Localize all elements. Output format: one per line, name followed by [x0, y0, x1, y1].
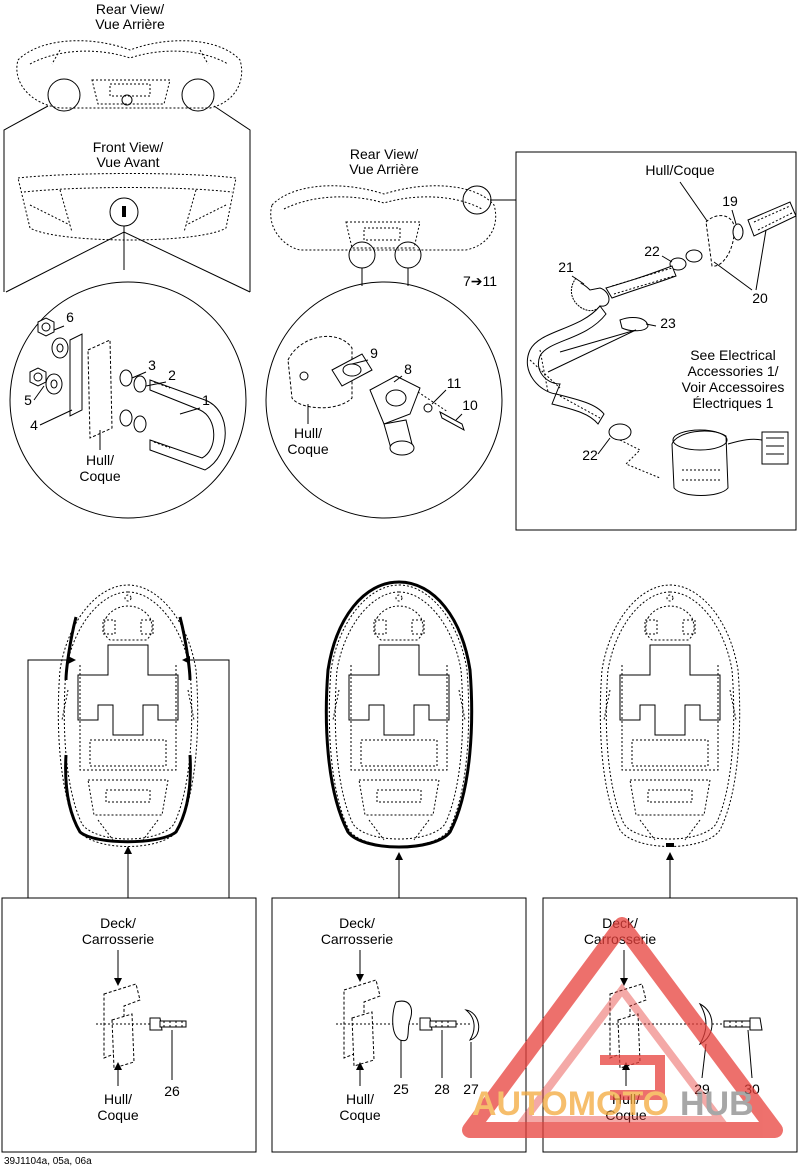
- washer: [732, 223, 744, 241]
- callout-20: 20: [752, 290, 768, 306]
- range-start: 7➔11: [463, 273, 497, 289]
- u-bolt: [149, 379, 226, 471]
- deck-label-1: Deck/: [339, 915, 375, 931]
- washer: [45, 373, 63, 395]
- footer-code: 39J1104a, 05a, 06a: [4, 1156, 92, 1167]
- panel-drain-plug: Rear View/ Vue Arrière 7➔11 9: [265, 146, 503, 519]
- bilge-hose-assembly: [526, 201, 797, 496]
- backing-plate: [69, 333, 83, 417]
- cone-lines: [5, 231, 251, 293]
- detail-circle-drain: [265, 281, 503, 519]
- rear-view-label-1: Rear View/: [96, 1, 164, 17]
- clamp: [608, 423, 632, 441]
- washer: [51, 337, 69, 359]
- hull-label-2: Coque: [97, 1107, 138, 1123]
- see-note-3: Voir Accessoires: [682, 379, 785, 395]
- callout-8: 8: [404, 361, 412, 377]
- callout-5: 5: [24, 392, 32, 408]
- callout-9: 9: [370, 345, 378, 361]
- rear-view-label-1: Rear View/: [350, 146, 418, 162]
- hull-section: [705, 215, 735, 267]
- detail-circle-bumper: [9, 281, 247, 519]
- callout-27: 27: [463, 1081, 479, 1097]
- hull-top-view-3: [599, 584, 741, 898]
- clamp: [685, 249, 703, 263]
- bumper-assembly: [29, 317, 226, 471]
- screw: [439, 410, 465, 432]
- hull-label-1: Hull/: [346, 1091, 374, 1107]
- callout-11: 11: [447, 375, 462, 391]
- hull-label: Hull/Coque: [645, 162, 714, 178]
- watermark-logo: AUTOMOTO HUB: [462, 917, 783, 1138]
- callout-23: 23: [660, 315, 676, 331]
- hull-label-2: Coque: [79, 468, 120, 484]
- callout-10: 10: [462, 397, 478, 413]
- panel-gunwale-screw: Deck/ Carrosserie 26 Hull/ Coque: [1, 897, 257, 1153]
- nut: [37, 317, 55, 337]
- panel-bilge-pump: Hull/Coque 19: [515, 151, 797, 531]
- hull-top-view-1: [27, 584, 230, 898]
- rear-view-hull-drawing: [270, 185, 497, 269]
- callout-2: 2: [168, 367, 176, 383]
- callout-22b: 22: [582, 447, 598, 463]
- see-note-1: See Electrical: [690, 347, 776, 363]
- clamp: [669, 257, 687, 271]
- hull-label-2: Coque: [605, 1107, 646, 1123]
- callout-29: 29: [694, 1081, 710, 1097]
- hull-section: [87, 339, 113, 439]
- callout-21: 21: [558, 259, 574, 275]
- see-note-4: Électriques 1: [693, 395, 774, 411]
- callout-28: 28: [434, 1081, 450, 1097]
- connector: [761, 431, 789, 465]
- front-view-hull-drawing: [17, 173, 237, 241]
- rear-view-hull-drawing: [16, 40, 243, 112]
- callout-25: 25: [393, 1081, 409, 1097]
- leader: [361, 268, 409, 286]
- clip: [619, 317, 649, 332]
- watermark-word-b: HUB: [680, 1085, 754, 1123]
- drain-housing: [369, 375, 421, 425]
- front-view-frame: [3, 105, 251, 292]
- outlet-fitting: [747, 201, 797, 237]
- front-view-label-2: Vue Avant: [96, 154, 159, 170]
- deck-label-2: Carrosserie: [321, 931, 394, 947]
- panel-front-bumper-trim: Deck/ Carrosserie 25 28 27 Hull/ Coque: [271, 897, 527, 1153]
- deck-label-2: Carrosserie: [82, 931, 155, 947]
- rear-view-label-2: Vue Arrière: [95, 16, 165, 32]
- callout-22: 22: [644, 243, 660, 259]
- front-view-label-1: Front View/: [93, 139, 164, 155]
- hull-label-1: Hull/: [294, 425, 322, 441]
- panel-front-bumper: Rear View/ Vue Arrière Front View/ Vue A…: [3, 1, 251, 519]
- callout-19: 19: [722, 193, 738, 209]
- deck-label-1: Deck/: [100, 915, 136, 931]
- hull-label-2: Coque: [287, 441, 328, 457]
- callout-6: 6: [66, 309, 74, 325]
- callout-4: 4: [30, 417, 38, 433]
- rear-view-label-2: Vue Arrière: [349, 161, 419, 177]
- hull-label-2: Coque: [339, 1107, 380, 1123]
- hull-label-1: Hull/: [86, 452, 114, 468]
- hull-label-1: Hull/: [104, 1091, 132, 1107]
- callout-3: 3: [148, 357, 156, 373]
- callout-26: 26: [164, 1083, 180, 1099]
- detail-box-bilge: [515, 151, 797, 531]
- washer: [423, 403, 433, 413]
- bilge-pump: [671, 430, 729, 496]
- nut: [29, 367, 47, 387]
- callout-1: 1: [202, 392, 210, 408]
- see-note-2: Accessories 1/: [687, 363, 778, 379]
- hull-top-view-2: [324, 580, 474, 898]
- watermark-word-a: AUTOMOTO: [472, 1085, 669, 1123]
